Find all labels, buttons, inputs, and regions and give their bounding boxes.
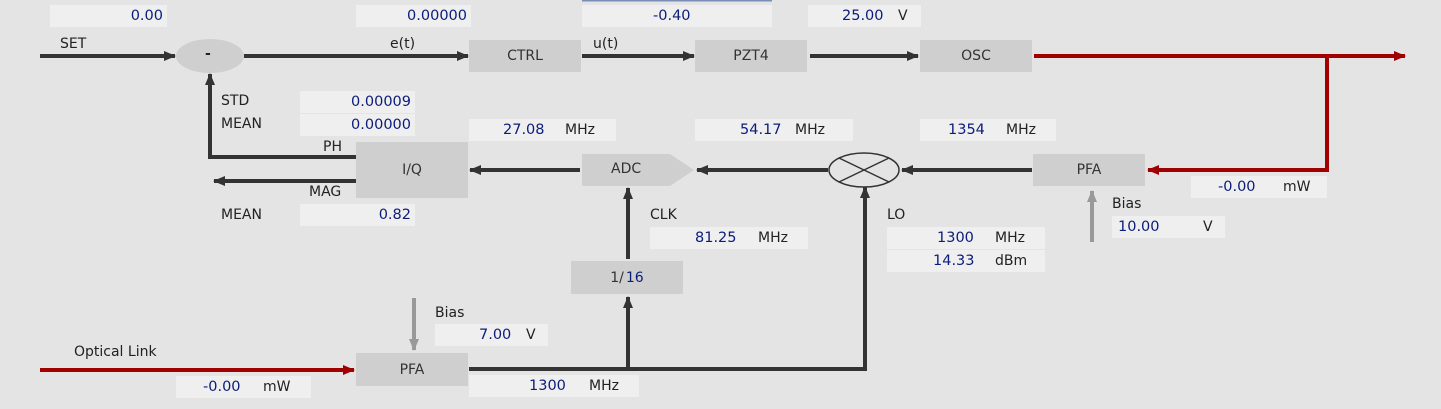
- clk-freq-value: 81.25: [695, 230, 737, 246]
- clk-freq-box: 81.25 MHz: [650, 227, 808, 249]
- optical-power-box: -0.00 mW: [176, 376, 311, 398]
- pzt-voltage-value: 25.00: [842, 8, 884, 24]
- summing-junction: [176, 39, 244, 73]
- optical-power-unit: mW: [263, 379, 291, 395]
- rf-freq-unit: MHz: [1006, 122, 1036, 138]
- adc-block[interactable]: ADC: [611, 161, 642, 177]
- std-label: STD: [221, 93, 250, 109]
- mean-value: 0.00000: [351, 117, 411, 133]
- lo-freq-box: 1300 MHz: [887, 227, 1045, 249]
- adc-freq-box: 54.17 MHz: [695, 119, 853, 141]
- error-label: e(t): [390, 36, 416, 52]
- rf-freq-box: 1354 MHz: [920, 119, 1056, 141]
- set-label: SET: [60, 36, 87, 52]
- iq-freq-unit: MHz: [565, 122, 595, 138]
- bias-top-label: Bias: [1112, 196, 1142, 212]
- lo-label: LO: [887, 207, 906, 223]
- pfa-top-block[interactable]: PFA: [1033, 154, 1145, 186]
- mean-label: MEAN: [221, 116, 262, 132]
- adc-freq-unit: MHz: [795, 122, 825, 138]
- ref-freq-box: 1300 MHz: [469, 375, 639, 397]
- divider-value: 16: [625, 269, 644, 286]
- rf-freq-value: 1354: [948, 122, 985, 138]
- ref-to-lo-wire: [469, 186, 870, 371]
- osc-tap-wire: [1147, 56, 1329, 175]
- lo-freq-unit: MHz: [995, 230, 1025, 246]
- bias-top-value: 10.00: [1118, 219, 1160, 235]
- bias-top-unit: V: [1203, 219, 1213, 235]
- pfa-bottom-block[interactable]: PFA: [356, 353, 468, 386]
- adc-freq-value: 54.17: [740, 122, 782, 138]
- optical-link-label: Optical Link: [74, 344, 157, 360]
- lo-power-unit: dBm: [995, 253, 1028, 269]
- clk-label: CLK: [650, 207, 677, 223]
- lo-power-value: 14.33: [933, 253, 975, 269]
- mag-label: MAG: [309, 184, 342, 200]
- iq-freq-box: 27.08 MHz: [469, 119, 616, 141]
- bias-bottom-label: Bias: [435, 305, 465, 321]
- pfa-top-power-unit: mW: [1283, 179, 1311, 195]
- std-value-box: 0.00009: [300, 91, 415, 113]
- iq-block[interactable]: I/Q: [356, 142, 468, 198]
- divider-prefix: 1/: [610, 269, 624, 286]
- error-value: 0.00000: [407, 8, 467, 24]
- mag-mean-value-box: 0.82: [300, 204, 415, 226]
- control-label: u(t): [593, 36, 619, 52]
- bias-top-box[interactable]: 10.00 V: [1112, 216, 1225, 238]
- phase-feedback-wire: [205, 73, 356, 159]
- mean-value-box: 0.00000: [300, 114, 415, 136]
- optical-power-value: -0.00: [203, 379, 241, 395]
- bias-bottom-unit: V: [526, 327, 536, 343]
- set-value-box[interactable]: 0.00: [50, 5, 167, 27]
- lo-power-box: 14.33 dBm: [887, 250, 1045, 272]
- error-value-box: 0.00000: [356, 5, 471, 27]
- bias-bottom-value: 7.00: [479, 327, 512, 343]
- mag-mean-label: MEAN: [221, 207, 262, 223]
- mag-mean-value: 0.82: [378, 207, 411, 223]
- lo-freq-value: 1300: [937, 230, 974, 246]
- pfa-top-power-box: -0.00 mW: [1191, 176, 1327, 198]
- clk-freq-unit: MHz: [758, 230, 788, 246]
- osc-block[interactable]: OSC: [920, 40, 1032, 72]
- divider-block[interactable]: 1/16: [571, 261, 683, 294]
- adc-block-shape: [582, 154, 694, 186]
- ctrl-output-box: -0.40: [582, 5, 772, 27]
- iq-freq-value: 27.08: [503, 122, 545, 138]
- pzt-block[interactable]: PZT4: [695, 40, 807, 72]
- ref-freq-value: 1300: [529, 378, 566, 394]
- pfa-top-power-value: -0.00: [1218, 179, 1256, 195]
- ctrl-block[interactable]: CTRL: [469, 40, 581, 72]
- ph-label: PH: [323, 139, 342, 155]
- pzt-voltage-box: 25.00 V: [808, 5, 921, 27]
- pzt-voltage-unit: V: [898, 8, 908, 24]
- set-value: 0.00: [130, 8, 163, 24]
- summing-junction-label: -: [205, 46, 211, 62]
- ctrl-output-value: -0.40: [653, 8, 691, 24]
- mixer-symbol: [828, 152, 900, 188]
- ref-freq-unit: MHz: [589, 378, 619, 394]
- bias-bottom-box[interactable]: 7.00 V: [435, 324, 548, 346]
- std-value: 0.00009: [351, 94, 411, 110]
